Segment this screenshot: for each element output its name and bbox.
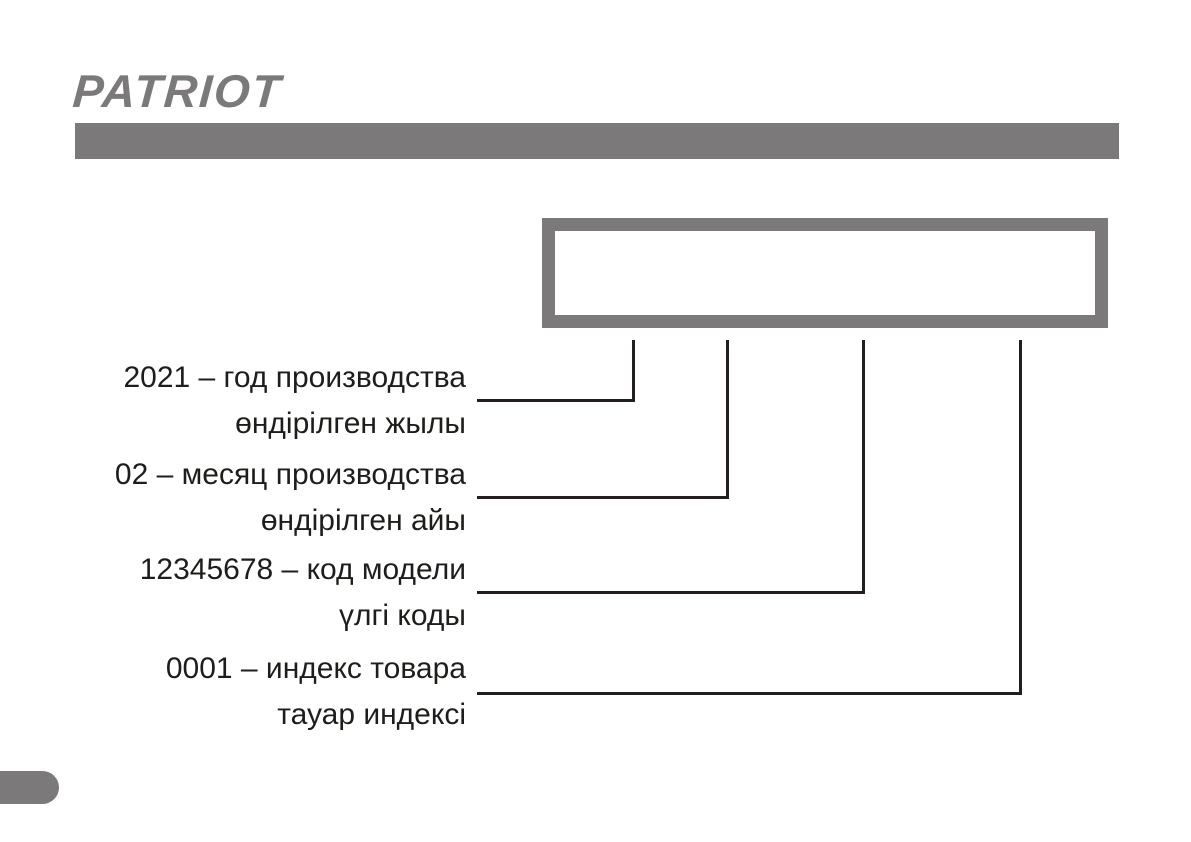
- label-index-ru: 0001 – индекс товара: [165, 652, 466, 685]
- serial-number-box: [542, 218, 1108, 328]
- label-month: 02 – месяц производства өндірілген айы: [115, 452, 466, 544]
- connector-index-horizontal: [477, 692, 1022, 695]
- section-title-bar: [75, 123, 1119, 159]
- label-year: 2021 – год производства өндірілген жылы: [123, 355, 466, 447]
- connector-month-horizontal: [477, 496, 729, 499]
- label-model-kk: үлгі коды: [338, 599, 466, 632]
- page-edge-tab: [0, 771, 59, 804]
- label-month-kk: өндірілген айы: [260, 504, 466, 537]
- connector-model-horizontal: [477, 591, 865, 594]
- label-year-ru: 2021 – год производства: [123, 361, 466, 394]
- connector-index-vertical: [1019, 340, 1022, 695]
- connector-year-vertical: [632, 340, 635, 402]
- connector-model-vertical: [862, 340, 865, 594]
- label-month-ru: 02 – месяц производства: [114, 458, 466, 491]
- label-year-kk: өндірілген жылы: [235, 407, 466, 440]
- label-model-ru: 12345678 – код модели: [139, 553, 466, 586]
- connector-year-horizontal: [477, 399, 635, 402]
- label-index: 0001 – индекс товара тауар индексі: [166, 646, 466, 738]
- label-model: 12345678 – код модели үлгі коды: [140, 547, 466, 639]
- connector-month-vertical: [726, 340, 729, 499]
- label-index-kk: тауар индексі: [277, 698, 466, 731]
